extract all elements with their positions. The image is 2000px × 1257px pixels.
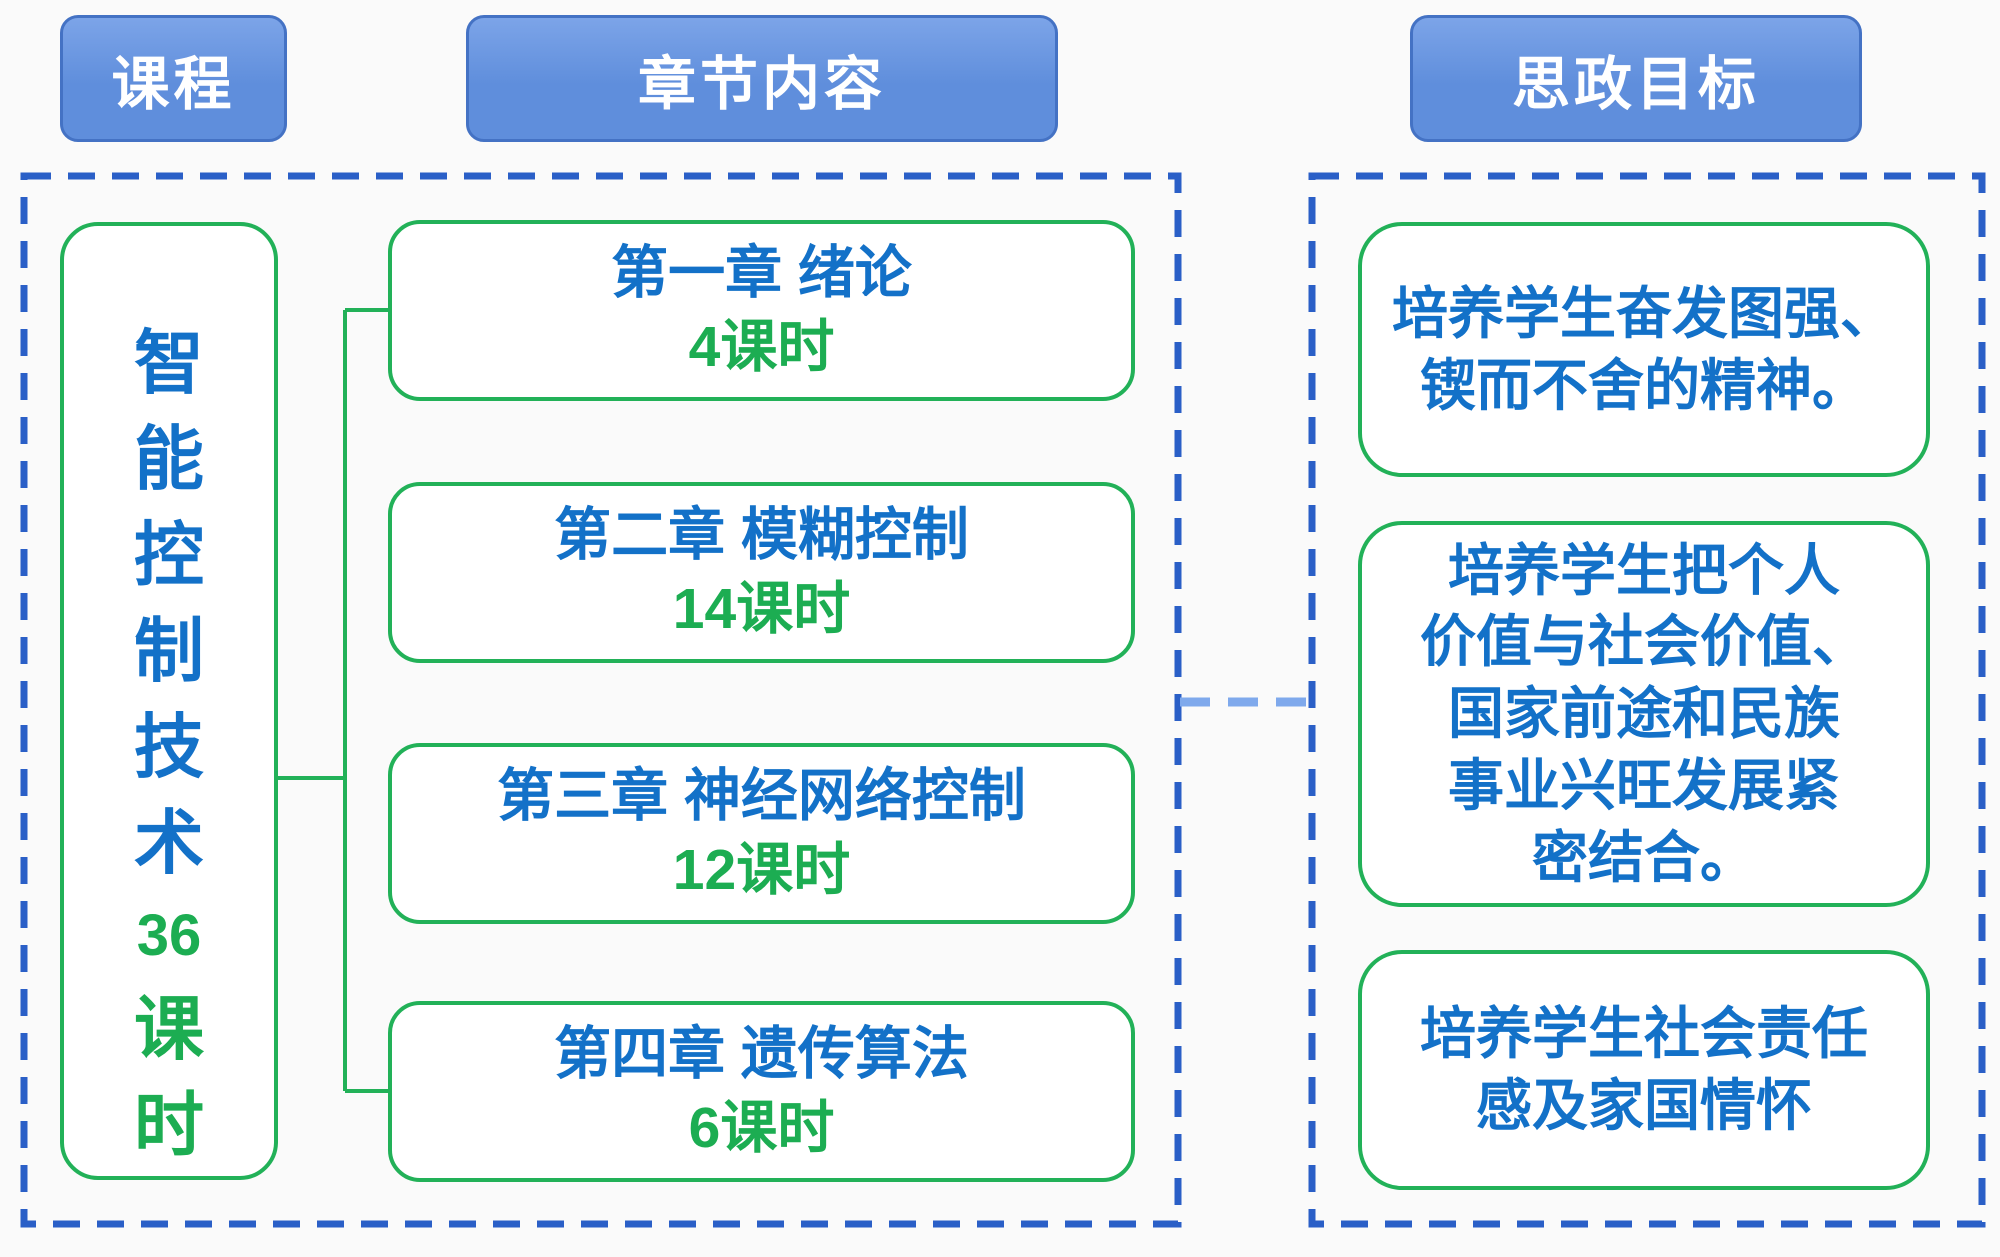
course-total-hours: 36: [136, 903, 202, 968]
course-name-char: 智: [134, 324, 204, 402]
header-ideological-goals: 思政目标: [1410, 15, 1862, 142]
chapter-2-title: 第二章 模糊控制: [554, 502, 969, 567]
chapter-3-title: 第三章 神经网络控制: [497, 763, 1026, 828]
header-ideological-goals-label: 思政目标: [1511, 51, 1760, 117]
goal-1-line: 培养学生奋发图强、: [1392, 281, 1896, 345]
chapter-4-hours: 6课时: [688, 1095, 835, 1160]
chapter-4-title: 第四章 遗传算法: [554, 1021, 969, 1086]
goal-2-line: 培养学生把个人: [1448, 538, 1840, 602]
course-name-char: 控: [134, 516, 204, 594]
chapter-box-3: 第三章 神经网络控制 12课时: [388, 743, 1135, 924]
chapter-1-title: 第一章 绪论: [611, 240, 912, 305]
goal-box-1: 培养学生奋发图强、 锲而不舍的精神。: [1358, 222, 1930, 477]
header-course: 课程: [60, 15, 287, 142]
goals-dashed-container: [1308, 172, 1986, 1228]
goal-box-3: 培养学生社会责任 感及家国情怀: [1358, 950, 1930, 1190]
chapter-box-1: 第一章 绪论 4课时: [388, 220, 1135, 401]
course-chapters-dashed-container: [20, 172, 1182, 1228]
course-hours-unit-char: 课: [134, 989, 204, 1068]
course-name-char: 术: [134, 804, 204, 882]
course-box: 智 能 控 制 技 术 36 课 时: [60, 222, 278, 1180]
chapter-box-4: 第四章 遗传算法 6课时: [388, 1001, 1135, 1182]
course-name-char: 技: [134, 708, 204, 786]
goal-2-line: 密结合。: [1532, 825, 1756, 889]
goal-2-line: 事业兴旺发展紧: [1448, 753, 1840, 817]
goal-3-line: 培养学生社会责任: [1420, 1002, 1868, 1066]
goal-2-line: 价值与社会价值、: [1420, 610, 1868, 674]
header-chapter-content: 章节内容: [466, 15, 1058, 142]
chapter-box-2: 第二章 模糊控制 14课时: [388, 482, 1135, 663]
goal-1-line: 锲而不舍的精神。: [1420, 353, 1868, 417]
header-chapter-content-label: 章节内容: [637, 51, 886, 117]
goal-2-line: 国家前途和民族: [1448, 682, 1840, 746]
chapter-2-hours: 14课时: [672, 576, 851, 641]
goal-3-line: 感及家国情怀: [1476, 1074, 1812, 1137]
course-name-char: 制: [134, 612, 204, 690]
goal-box-2: 培养学生把个人 价值与社会价值、 国家前途和民族 事业兴旺发展紧 密结合。: [1358, 521, 1930, 907]
header-course-label: 课程: [111, 51, 236, 117]
course-name-char: 能: [134, 420, 204, 498]
chapter-3-hours: 12课时: [672, 837, 851, 902]
course-hours-unit-char: 时: [134, 1085, 204, 1164]
chapter-1-hours: 4课时: [688, 314, 835, 379]
